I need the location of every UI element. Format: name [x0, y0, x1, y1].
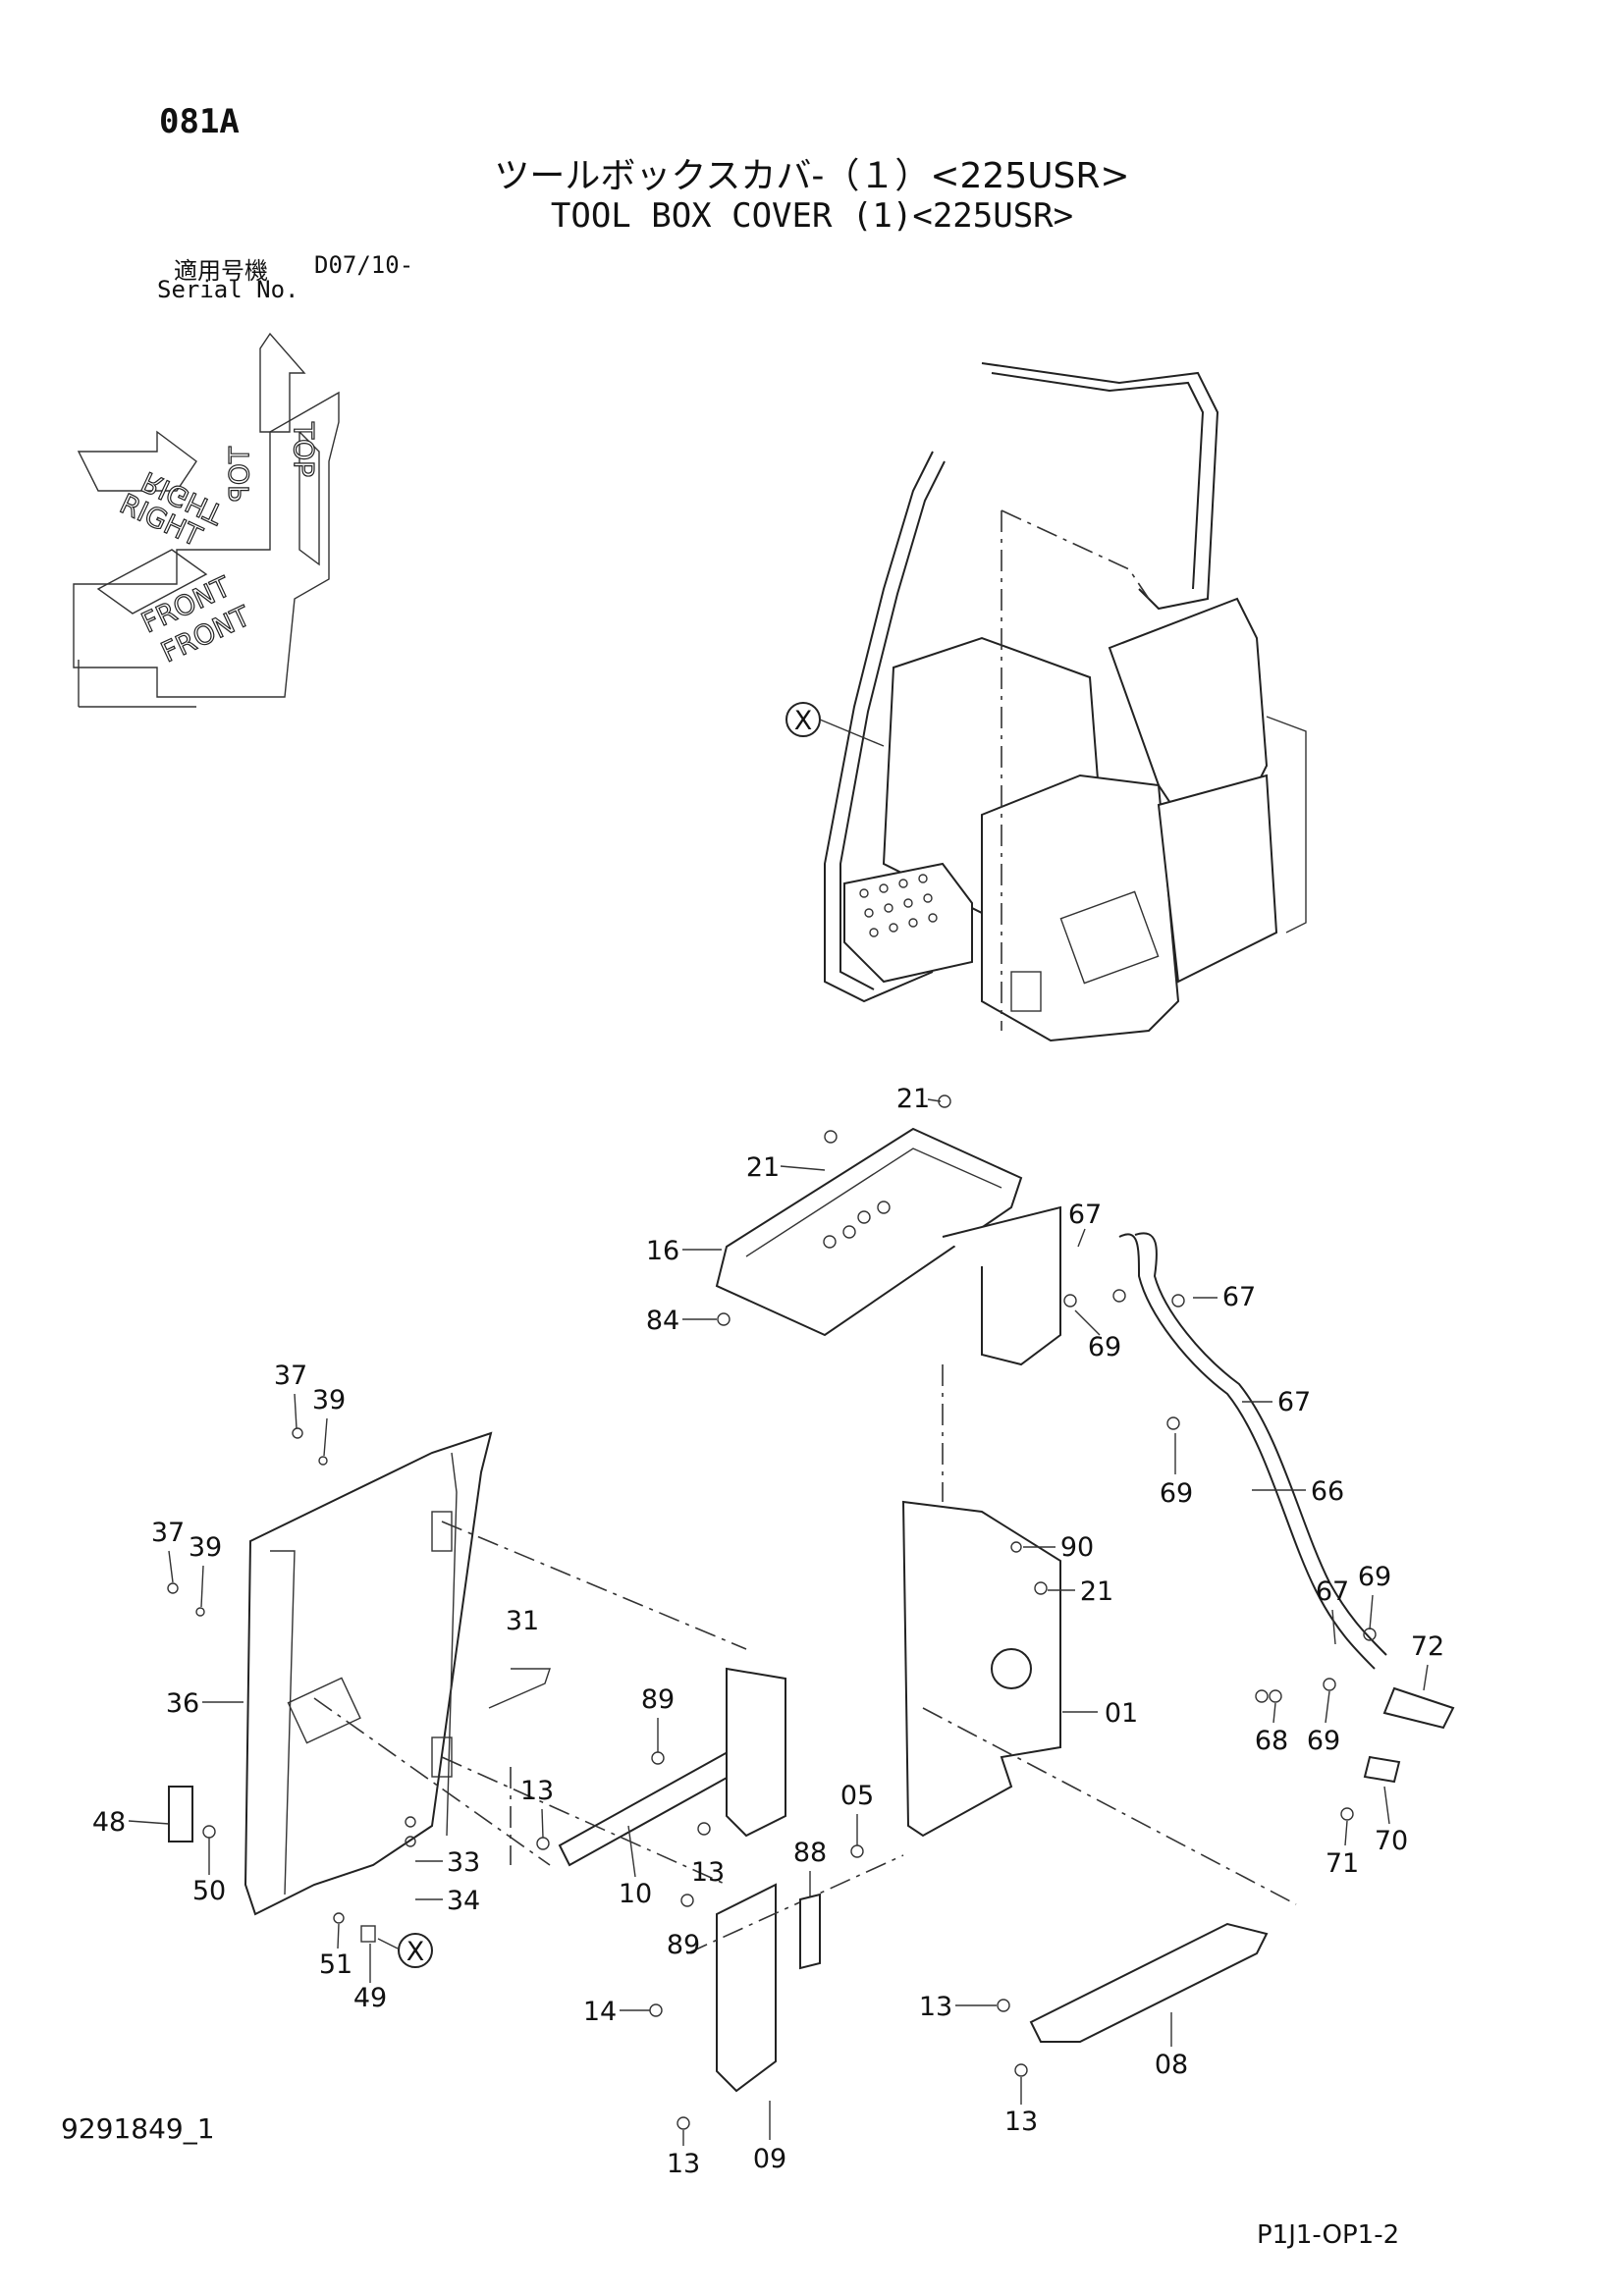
- serial-value: D07/10-: [314, 251, 414, 279]
- callout-21-b: 21: [746, 1152, 780, 1183]
- reference-marker-bottom-label: X: [406, 1937, 425, 1967]
- callout-13-d: 13: [919, 1992, 952, 2022]
- callout-08: 08: [1155, 2050, 1188, 2080]
- callout-37-b: 37: [151, 1518, 185, 1548]
- callout-67-a: 67: [1068, 1200, 1102, 1230]
- orientation-top-2: TOP: [223, 446, 255, 502]
- reference-marker-top: X: [785, 702, 885, 747]
- callout-05: 05: [840, 1781, 874, 1811]
- hardware-fasteners: [167, 1095, 1377, 2130]
- callout-68: 68: [1255, 1726, 1288, 1756]
- callout-13-c: 13: [667, 2149, 700, 2179]
- callout-66: 66: [1311, 1476, 1344, 1507]
- callout-13-b: 13: [691, 1857, 725, 1888]
- callout-88: 88: [793, 1838, 827, 1868]
- callout-37-a: 37: [274, 1361, 307, 1391]
- callout-21-a: 21: [896, 1084, 930, 1114]
- callout-49: 49: [353, 1983, 387, 2013]
- clamp-72: [1382, 1686, 1455, 1730]
- callout-21-c: 21: [1080, 1576, 1113, 1607]
- callout-71: 71: [1326, 1848, 1359, 1879]
- callout-33: 33: [447, 1847, 480, 1878]
- callout-69-d: 69: [1307, 1726, 1340, 1756]
- document-id: 9291849_1: [61, 2112, 215, 2145]
- reference-marker-label: X: [794, 706, 813, 736]
- callout-16: 16: [646, 1236, 679, 1266]
- callout-69-b: 69: [1160, 1478, 1193, 1509]
- callout-51: 51: [319, 1949, 352, 1980]
- callout-69-a: 69: [1088, 1332, 1121, 1362]
- callout-34: 34: [447, 1886, 480, 1916]
- serial-label-japanese: 適用号機: [174, 257, 268, 285]
- bar: [558, 1745, 748, 1867]
- callout-39-b: 39: [189, 1532, 222, 1563]
- callout-14: 14: [583, 1997, 617, 2027]
- orientation-top-1: TOP: [288, 421, 320, 477]
- plate-08: [1029, 1922, 1269, 2043]
- callout-70: 70: [1375, 1826, 1408, 1856]
- callout-13-a: 13: [520, 1776, 554, 1806]
- callout-31: 31: [506, 1606, 539, 1636]
- serial-label-english: Serial No.: [157, 276, 299, 303]
- callout-72: 72: [1411, 1631, 1444, 1662]
- machine-body: [824, 362, 1307, 1042]
- callout-01: 01: [1105, 1698, 1138, 1729]
- callout-90: 90: [1060, 1532, 1094, 1563]
- plate-main: [901, 1500, 1061, 1838]
- hose: [1118, 1232, 1387, 1670]
- vent-grid: [859, 874, 938, 937]
- title-english: TOOL BOX COVER (1)<225USR>: [550, 196, 1074, 236]
- page-code: 081A: [159, 102, 240, 141]
- callout-67-d: 67: [1316, 1576, 1349, 1607]
- callout-10: 10: [619, 1879, 652, 1909]
- reference-marker-bottom: X: [360, 1925, 433, 1968]
- callout-50: 50: [192, 1876, 226, 1906]
- callout-39-a: 39: [312, 1385, 346, 1415]
- callout-84: 84: [646, 1306, 679, 1336]
- callout-67-b: 67: [1222, 1282, 1256, 1312]
- callout-67-c: 67: [1277, 1387, 1311, 1417]
- cover-panel: [244, 1431, 493, 1916]
- orientation-indicator: TOP TOP RIGHT RIGHT FRONT FRONT: [73, 332, 340, 708]
- callout-69-c: 69: [1358, 1562, 1391, 1592]
- assembly-centerlines: [313, 1364, 1297, 1954]
- callout-labels: 21 21 16 84 67 67 69 67 69 66 37 39 37 3…: [92, 1084, 1444, 2179]
- callout-89-b: 89: [667, 1930, 700, 1960]
- callout-09: 09: [753, 2144, 786, 2174]
- title-japanese: ツールボックスカバ-（１）<225USR>: [494, 156, 1130, 196]
- bracket-09: [716, 1667, 786, 2093]
- callout-89-a: 89: [641, 1684, 675, 1715]
- callout-36: 36: [166, 1688, 199, 1719]
- upper-bracket: [715, 1127, 1061, 1366]
- sheet-id: P1J1-OP1-2: [1257, 2220, 1400, 2250]
- callout-13-e: 13: [1004, 2107, 1038, 2137]
- callout-48: 48: [92, 1807, 126, 1838]
